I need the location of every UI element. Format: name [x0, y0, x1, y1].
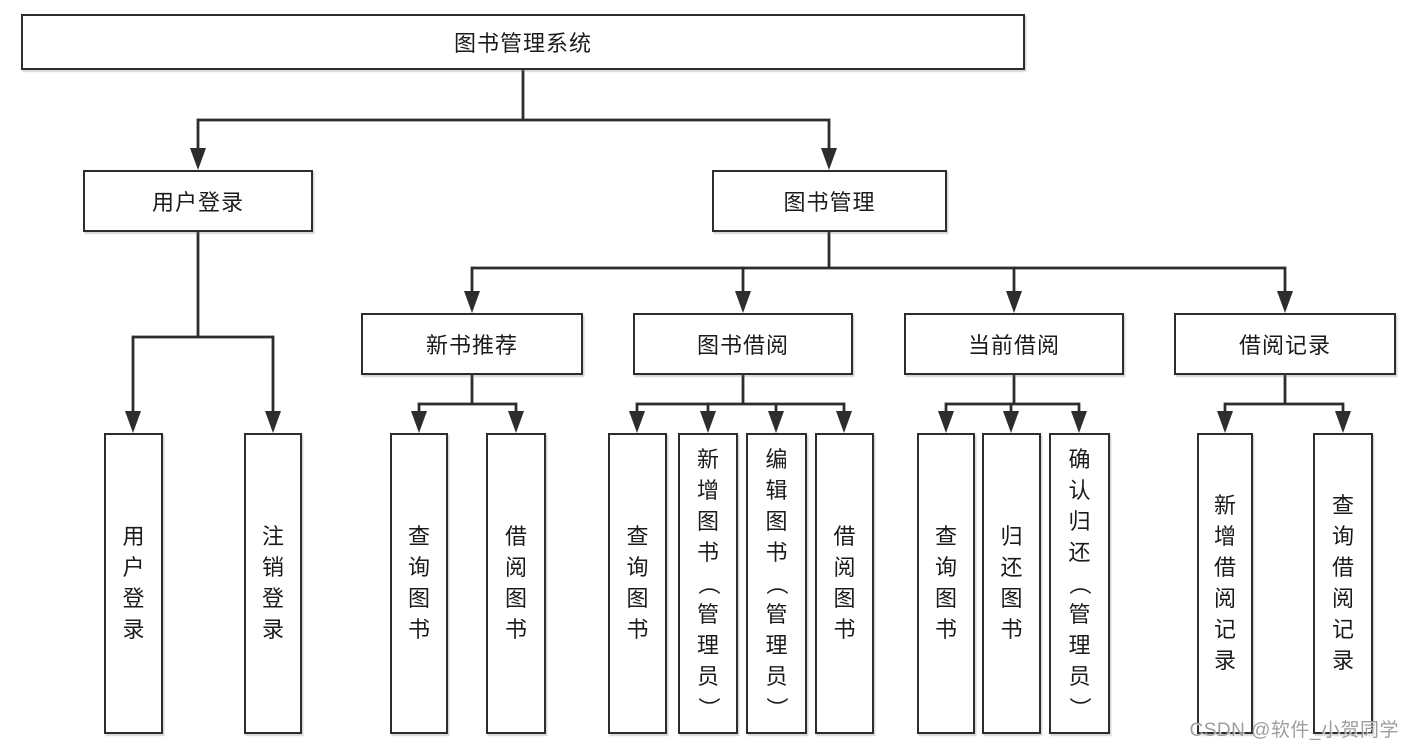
node-leaf-query-books-1: 查询图书: [390, 433, 448, 734]
node-leaf-add-borrow-record: 新增借阅记录: [1197, 433, 1253, 734]
arrowhead-icon: [836, 411, 852, 433]
arrowhead-icon: [1003, 411, 1019, 433]
node-label: 查询图书: [626, 524, 649, 642]
node-leaf-borrow-books-2: 借阅图书: [815, 433, 874, 734]
node-new-book-recommend: 新书推荐: [361, 313, 583, 375]
arrowhead-icon: [700, 411, 716, 433]
arrowhead-icon: [1335, 411, 1351, 433]
arrowhead-icon: [629, 411, 645, 433]
arrowhead-icon: [735, 291, 751, 313]
node-label: 图书管理: [783, 190, 876, 215]
arrowhead-icon: [821, 148, 837, 170]
arrowhead-icon: [508, 411, 524, 433]
node-leaf-confirm-return: 确认归还（管理员）: [1049, 433, 1110, 734]
arrowhead-icon: [1006, 291, 1022, 313]
arrowhead-icon: [125, 411, 141, 433]
node-leaf-user-login: 用户登录: [104, 433, 163, 734]
node-label: 借阅图书: [833, 524, 856, 642]
node-label: 用户登录: [151, 190, 244, 215]
arrowhead-icon: [464, 291, 480, 313]
node-label: 借阅图书: [504, 524, 527, 642]
arrowhead-icon: [938, 411, 954, 433]
arrowhead-icon: [411, 411, 427, 433]
arrowhead-icon: [190, 148, 206, 170]
node-label: 编辑图书（管理员）: [764, 446, 790, 719]
arrowhead-icon: [265, 411, 281, 433]
node-leaf-query-books-3: 查询图书: [917, 433, 975, 734]
node-leaf-borrow-books-1: 借阅图书: [486, 433, 546, 734]
node-label: 查询图书: [407, 524, 430, 642]
node-label: 新增借阅记录: [1213, 493, 1236, 673]
arrowhead-icon: [1217, 411, 1233, 433]
node-label: 确认归还（管理员）: [1067, 446, 1093, 719]
arrowhead-icon: [1277, 291, 1293, 313]
node-label: 新书推荐: [425, 333, 518, 358]
node-label: 注销登录: [261, 524, 284, 642]
node-label: 查询图书: [934, 524, 957, 642]
node-book-management: 图书管理: [712, 170, 947, 232]
node-label: 借阅记录: [1238, 333, 1331, 358]
node-borrow-records: 借阅记录: [1174, 313, 1396, 375]
node-label: 图书管理系统: [453, 31, 592, 56]
node-label: 当前借阅: [967, 333, 1060, 358]
node-leaf-query-books-2: 查询图书: [608, 433, 667, 734]
node-leaf-add-books: 新增图书（管理员）: [678, 433, 738, 734]
node-leaf-edit-books: 编辑图书（管理员）: [746, 433, 807, 734]
node-label: 用户登录: [122, 524, 145, 642]
node-current-borrow: 当前借阅: [904, 313, 1124, 375]
node-book-borrow: 图书借阅: [633, 313, 853, 375]
node-label: 查询借阅记录: [1331, 493, 1354, 673]
node-leaf-logout: 注销登录: [244, 433, 302, 734]
node-label: 新增图书（管理员）: [695, 446, 721, 719]
node-root: 图书管理系统: [21, 14, 1025, 70]
arrowhead-icon: [1071, 411, 1087, 433]
node-label: 图书借阅: [696, 333, 789, 358]
node-leaf-query-borrow-record: 查询借阅记录: [1313, 433, 1373, 734]
arrowhead-icon: [768, 411, 784, 433]
node-label: 归还图书: [1000, 524, 1023, 642]
node-user-login-group: 用户登录: [83, 170, 313, 232]
node-leaf-return-books: 归还图书: [982, 433, 1041, 734]
